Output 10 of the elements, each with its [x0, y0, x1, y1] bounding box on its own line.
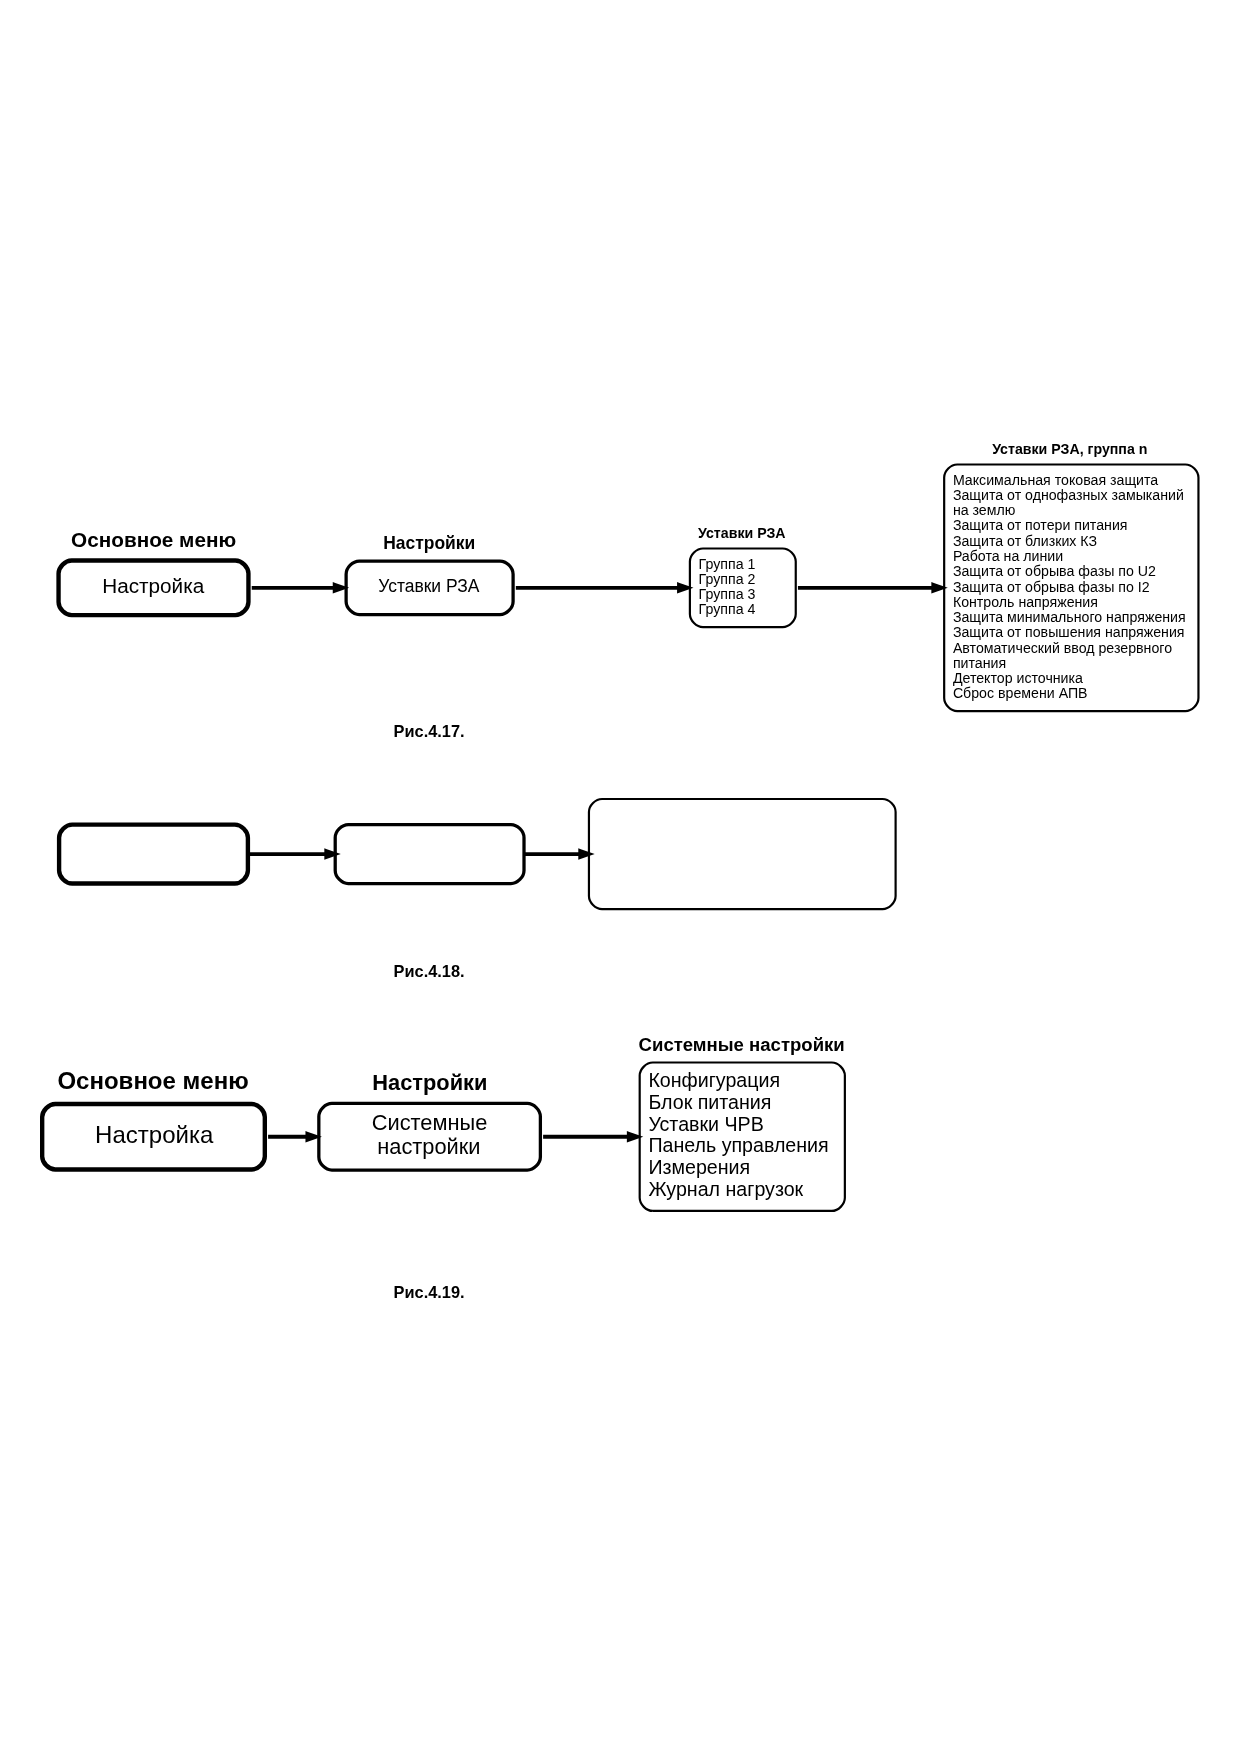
label: Рис.4.17.	[393, 721, 465, 740]
node-label: Основное меню	[71, 527, 237, 551]
label: Рис.4.18.	[393, 961, 465, 980]
node-label: Системные настройки	[638, 1033, 845, 1055]
node-label: Уставки РЗА, группа n	[992, 441, 1148, 457]
node-label: Настройки	[372, 1069, 488, 1095]
node-label: Настройки	[383, 532, 476, 553]
node-label: Основное меню	[57, 1067, 249, 1095]
label: Рис.4.19.	[393, 1282, 465, 1301]
node-label: Уставки РЗА	[698, 525, 786, 542]
